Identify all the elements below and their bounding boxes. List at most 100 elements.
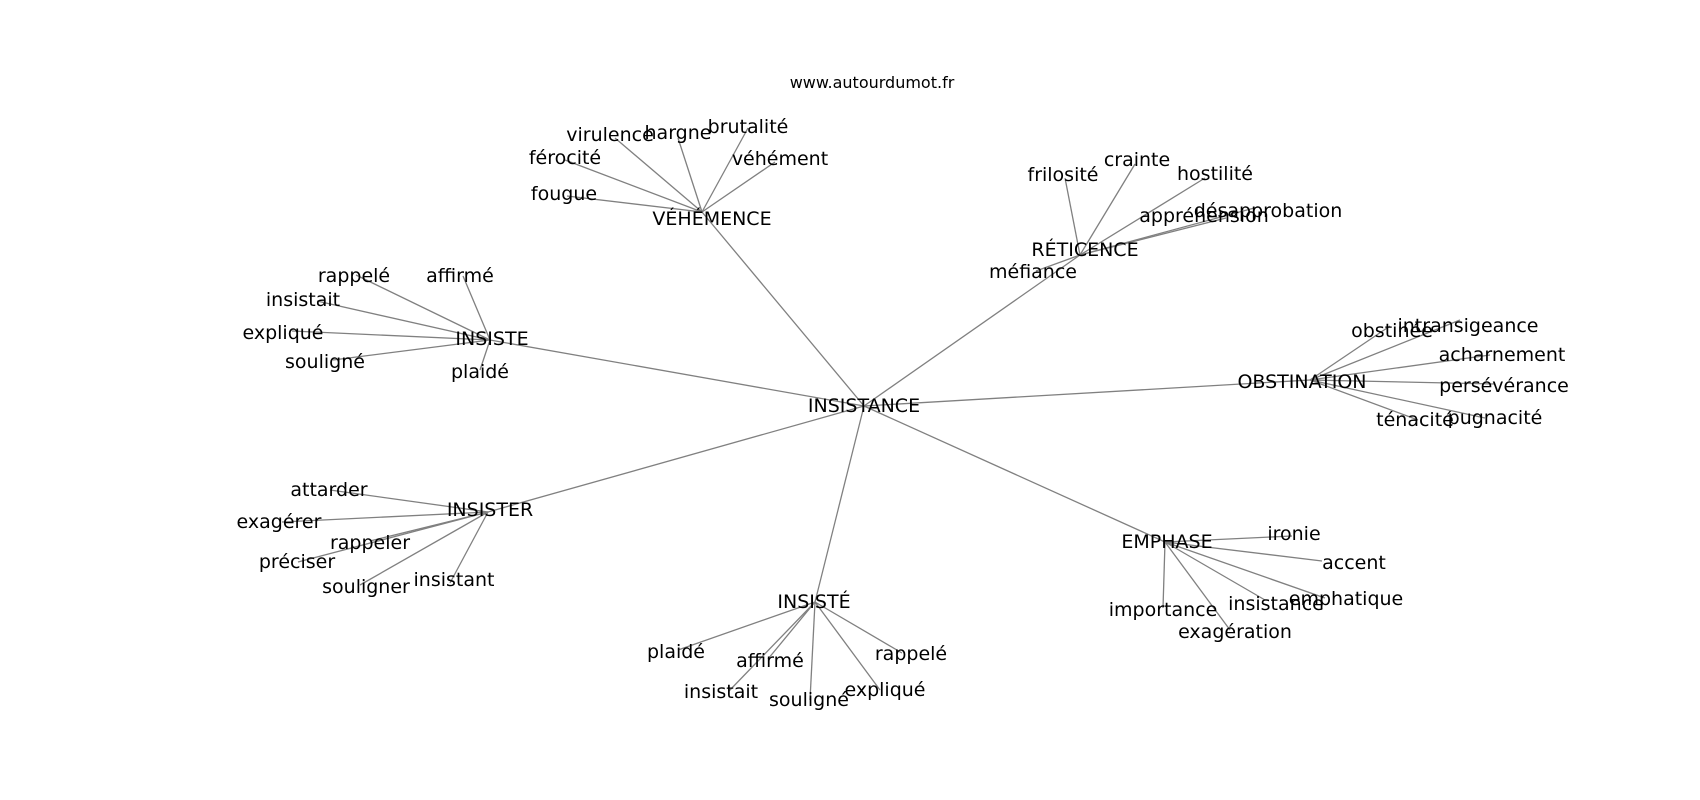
edge-center-0 [701,211,865,407]
leaf-word[interactable]: accent [1322,552,1386,574]
edge-5-5 [1164,541,1231,631]
edge-3-5 [1309,379,1486,419]
edge-4-3 [297,511,489,563]
edge-3-4 [1309,379,1419,421]
group-word[interactable]: INSISTÉ [777,590,850,613]
edge-5-0 [1164,535,1293,543]
edge-6-5 [814,601,881,691]
edge-1-4 [1079,206,1259,256]
edge-4-4 [359,511,489,586]
edge-5-3 [1164,541,1266,601]
group-word[interactable]: RÉTICENCE [1031,238,1138,261]
center-word[interactable]: INSISTANCE [808,395,920,417]
group-word[interactable]: EMPHASE [1121,531,1212,553]
leaf-word[interactable]: ironie [1267,523,1320,545]
edge-1-1 [1079,163,1136,256]
edge-center-6 [814,405,865,603]
edge-4-5 [449,511,489,584]
edge-0-0 [614,137,703,213]
group-word[interactable]: INSISTE [455,328,528,350]
leaf-word[interactable]: appréhension [1139,205,1268,227]
leaf-word[interactable]: désapprobation [1194,200,1343,222]
leaf-word[interactable]: intransigeance [1397,315,1538,337]
edge-4-1 [281,511,489,523]
edge-5-2 [1162,541,1166,609]
leaf-word[interactable]: véhément [732,148,828,170]
edge-3-1 [1309,319,1461,381]
leaf-word[interactable]: insistant [414,569,495,591]
leaf-word[interactable]: plaidé [647,641,705,663]
leaf-word[interactable]: insistait [684,681,758,703]
leaf-word[interactable]: souligné [769,689,849,711]
edge-6-4 [809,601,816,701]
group-word[interactable]: INSISTER [447,499,533,521]
leaf-word[interactable]: plaidé [451,361,509,383]
leaf-word[interactable]: férocité [529,147,601,169]
leaf-word[interactable]: affirmé [426,265,494,287]
leaf-word[interactable]: insistait [266,289,340,311]
edge-1-5 [1035,254,1081,272]
leaf-word[interactable]: souligner [322,576,410,598]
leaf-word[interactable]: souligné [285,351,365,373]
edge-1-0 [1064,177,1081,256]
site-credit: www.autourdumot.fr [790,73,955,92]
group-word[interactable]: OBSTINATION [1237,371,1366,393]
leaf-word[interactable]: rappelé [318,265,390,287]
edge-5-1 [1164,541,1323,562]
edge-2-3 [291,330,491,341]
edge-0-1 [677,137,703,213]
leaf-word[interactable]: crainte [1104,149,1170,171]
leaf-word[interactable]: exagérer [237,511,322,533]
leaf-word[interactable]: acharnement [1439,344,1566,366]
edge-2-5 [479,339,491,371]
group-word[interactable]: VÉHÉMENCE [652,207,771,230]
leaf-word[interactable]: virulence [566,124,654,146]
edge-6-2 [814,601,903,654]
leaf-word[interactable]: persévérance [1439,375,1569,397]
leaf-word[interactable]: rappeler [330,532,410,554]
leaf-word[interactable]: ténacité [1376,409,1454,431]
leaf-word[interactable]: expliqué [242,322,323,344]
leaf-word[interactable]: hostilité [1177,163,1253,185]
leaf-word[interactable]: hargne [645,122,712,144]
edges-layer [281,127,1496,701]
leaf-word[interactable]: frilosité [1028,164,1099,186]
leaf-word[interactable]: pugnacité [1448,407,1543,429]
leaf-word[interactable]: attarder [290,479,367,501]
leaf-word[interactable]: expliqué [844,679,925,701]
edge-3-0 [1309,325,1391,381]
edge-0-3 [564,159,703,213]
edge-center-4 [487,405,865,513]
leaf-word[interactable]: brutalité [708,116,789,138]
edge-6-3 [728,601,816,692]
labels-layer: www.autourdumot.fr INSISTANCE VÉHÉMENCE vi… [237,73,1569,711]
edge-center-2 [489,339,865,407]
leaf-word[interactable]: emphatique [1289,588,1403,610]
edge-center-5 [863,405,1166,543]
edge-2-1 [462,275,491,341]
leaf-word[interactable]: fougue [531,183,597,205]
leaf-word[interactable]: exagération [1178,621,1292,643]
edge-center-1 [863,254,1081,407]
edge-3-3 [1309,379,1496,385]
leaf-word[interactable]: importance [1109,599,1218,621]
leaf-word[interactable]: préciser [259,551,335,573]
edge-2-4 [332,339,491,361]
edge-2-2 [316,300,491,341]
edge-0-4 [701,161,776,213]
edge-4-0 [329,489,489,513]
edge-1-2 [1079,177,1206,256]
edge-2-0 [355,274,491,341]
edge-5-4 [1164,541,1326,599]
leaf-word[interactable]: affirmé [736,650,804,672]
leaf-word[interactable]: rappelé [875,643,947,665]
edge-3-2 [1309,354,1491,381]
edge-0-5 [566,195,703,213]
leaf-word[interactable]: insistance [1228,593,1324,615]
edge-center-3 [863,379,1311,407]
leaf-word[interactable]: obstinée [1351,320,1433,342]
leaf-word[interactable]: méfiance [989,261,1077,283]
edge-6-1 [767,601,816,660]
edge-0-2 [701,127,749,213]
